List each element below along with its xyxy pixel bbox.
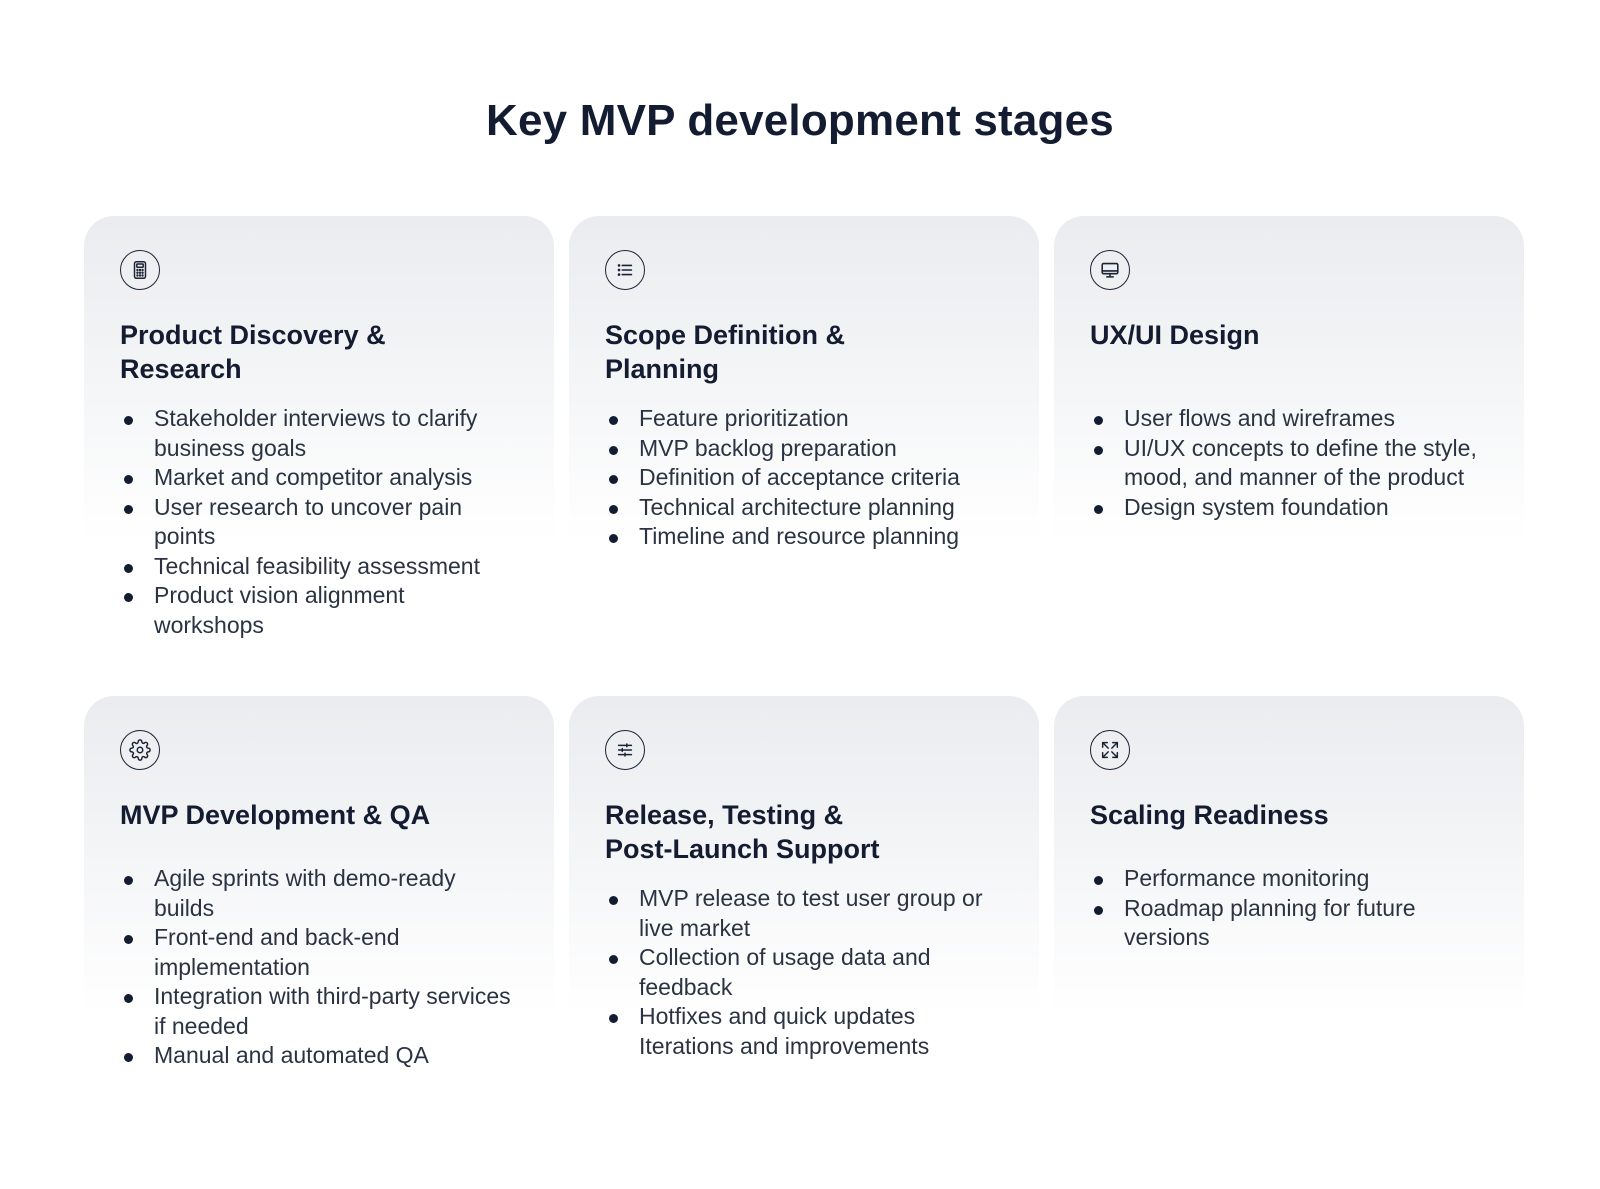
list-item: MVP backlog preparation: [605, 434, 1003, 464]
list-item: Stakeholder interviews to clarify busine…: [120, 404, 518, 463]
stage-card-release-testing: Release, Testing & Post-Launch Support M…: [569, 696, 1039, 1166]
list-item: Definition of acceptance criteria: [605, 463, 1003, 493]
list-item: Technical feasibility assessment: [120, 552, 518, 582]
list-item: Front-end and back-end implementation: [120, 923, 518, 982]
list-item: Collection of usage data and feedback: [605, 943, 1003, 1002]
list-item: Hotfixes and quick updates: [605, 1002, 1003, 1032]
gear-icon: [120, 730, 160, 770]
stage-items: MVP release to test user group or live m…: [605, 884, 1003, 1061]
stage-title: Release, Testing & Post-Launch Support: [605, 800, 880, 864]
stage-items: User flows and wireframes UI/UX concepts…: [1090, 404, 1488, 522]
stage-card-product-discovery: Product Discovery & Research Stakeholder…: [84, 216, 554, 696]
stage-card-ux-ui-design: UX/UI Design User flows and wireframes U…: [1054, 216, 1524, 696]
stage-title: MVP Development & QA: [120, 800, 431, 830]
stages-grid: Product Discovery & Research Stakeholder…: [84, 216, 1524, 1166]
stage-card-scaling-readiness: Scaling Readiness Performance monitoring…: [1054, 696, 1524, 1166]
list-item: Roadmap planning for future versions: [1090, 894, 1488, 953]
list-item: User research to uncover pain points: [120, 493, 518, 552]
list-item: UI/UX concepts to define the style, mood…: [1090, 434, 1488, 493]
stage-card-mvp-development: MVP Development & QA Agile sprints with …: [84, 696, 554, 1166]
stage-items: Feature prioritization MVP backlog prepa…: [605, 404, 1003, 552]
list-item: Design system foundation: [1090, 493, 1488, 523]
stage-items: Performance monitoring Roadmap planning …: [1090, 864, 1488, 953]
sliders-icon: [605, 730, 645, 770]
list-item: Agile sprints with demo-ready builds: [120, 864, 518, 923]
list-item: Manual and automated QA: [120, 1041, 518, 1071]
list-item: Product vision alignment workshops: [120, 581, 518, 640]
list-item: Feature prioritization: [605, 404, 1003, 434]
stage-title: Scaling Readiness: [1090, 800, 1329, 830]
page-title: Key MVP development stages: [486, 96, 1114, 145]
expand-icon: [1090, 730, 1130, 770]
list-item: MVP release to test user group or live m…: [605, 884, 1003, 943]
stage-card-scope-definition: Scope Definition & Planning Feature prio…: [569, 216, 1039, 696]
list-item: Integration with third-party services if…: [120, 982, 518, 1041]
list-item: Market and competitor analysis: [120, 463, 518, 493]
list-item: Timeline and resource planning: [605, 522, 1003, 552]
stage-items: Agile sprints with demo-ready builds Fro…: [120, 864, 518, 1071]
list-item: Technical architecture planning: [605, 493, 1003, 523]
list-item: Iterations and improvements: [639, 1032, 930, 1059]
list-item: User flows and wireframes: [1090, 404, 1488, 434]
list-item: Performance monitoring: [1090, 864, 1488, 894]
stage-items: Stakeholder interviews to clarify busine…: [120, 404, 518, 640]
stage-title: Product Discovery & Research: [120, 320, 386, 384]
stage-title: UX/UI Design: [1090, 320, 1260, 350]
calculator-icon: [120, 250, 160, 290]
monitor-icon: [1090, 250, 1130, 290]
list-icon: [605, 250, 645, 290]
stage-title: Scope Definition & Planning: [605, 320, 846, 384]
